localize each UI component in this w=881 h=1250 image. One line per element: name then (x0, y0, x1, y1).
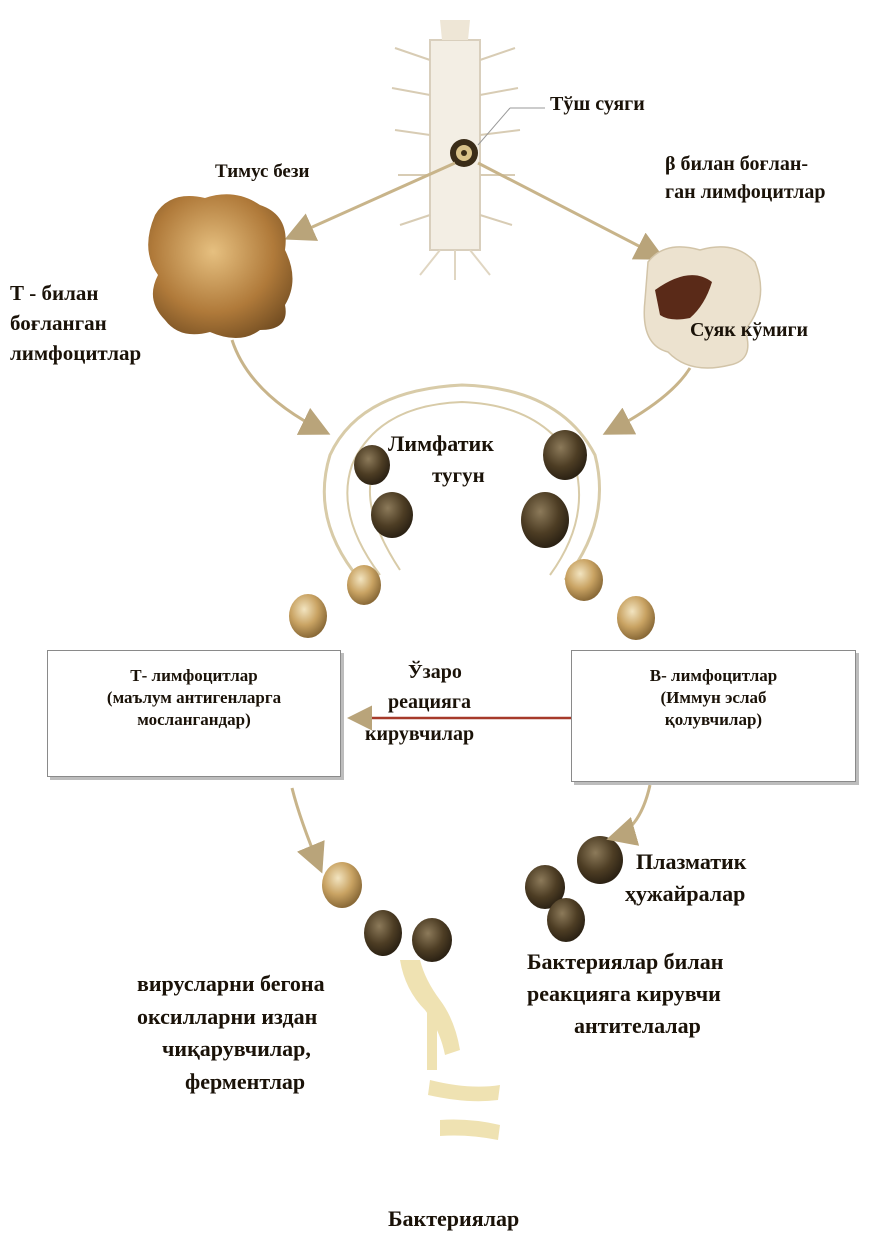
t-bound-label-line1: Т - билан (10, 280, 98, 306)
plasma-label-line2: ҳужайралар (625, 880, 745, 908)
killers-label-line2: оксилларни издан (137, 1003, 317, 1031)
t-lymphocytes-desc-1: (маълум антигенларга (48, 687, 340, 709)
interaction-label-line1: Ўзаро (408, 660, 462, 685)
t-bound-label-line3: лимфоцитлар (10, 340, 141, 366)
t-lymphocytes-title: Т- лимфоцитлар (48, 665, 340, 687)
t-bound-label-line2: боғланган (10, 310, 107, 336)
t-lymphocytes-box: Т- лимфоцитлар (маълум антигенларга мосл… (47, 650, 341, 777)
b-lymphocytes-desc-1: (Иммун эслаб (572, 687, 855, 709)
bacteria-illustration (400, 960, 500, 1140)
b-lymphocytes-desc-2: қолувчилар) (572, 709, 855, 731)
thymus-label: Тимус бези (215, 160, 309, 184)
sternum-label: Тўш суяги (550, 92, 645, 117)
lymph-node-label-line2: тугун (432, 462, 485, 488)
antibodies-label-line2: реакцияга кирувчи (527, 980, 721, 1008)
thymus-illustration (148, 194, 292, 338)
killers-label-line3: чиқарувчилар, (162, 1035, 311, 1063)
killers-label-line4: ферментлар (185, 1068, 305, 1096)
b-bound-label-line1: β билан боғлан- (665, 152, 808, 177)
interaction-label-line2: реацияга (388, 690, 471, 715)
bone-marrow-label: Суяк кўмиги (690, 318, 808, 343)
antibodies-label-line1: Бактериялар билан (527, 948, 723, 976)
interaction-label-line3: кирувчилар (365, 722, 474, 747)
sternum-illustration (392, 20, 545, 280)
lymph-node-label-line1: Лимфатик (388, 430, 494, 458)
b-lymphocytes-title: В- лимфоцитлар (572, 665, 855, 687)
antibodies-label-line3: антителалар (574, 1012, 701, 1040)
b-bound-label-line2: ган лимфоцитлар (665, 180, 826, 205)
killers-label-line1: вирусларни бегона (137, 970, 325, 998)
b-lymphocytes-box: В- лимфоцитлар (Иммун эслаб қолувчилар) (571, 650, 856, 782)
plasma-label-line1: Плазматик (636, 848, 746, 876)
t-lymphocytes-desc-2: мослангандар) (48, 709, 340, 731)
bone-marrow-illustration (644, 247, 760, 368)
bacteria-label: Бактериялар (388, 1205, 519, 1233)
